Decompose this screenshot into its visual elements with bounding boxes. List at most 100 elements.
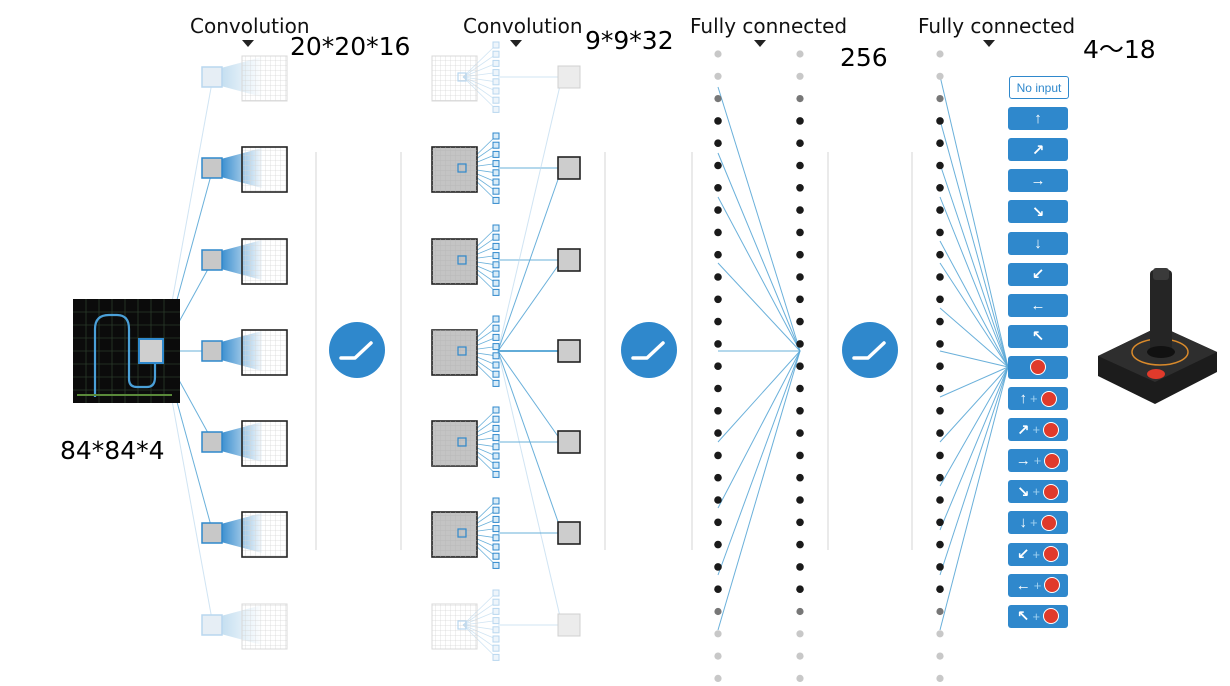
- action-button-up-left-arrow[interactable]: ↖: [1008, 324, 1068, 348]
- fc-neuron: [936, 607, 944, 616]
- fc-neuron: [936, 139, 944, 147]
- fire-button-icon: [1044, 452, 1061, 469]
- action-button-no-input[interactable]: No input: [1009, 76, 1069, 99]
- conv2-kernel-unit: [492, 270, 500, 278]
- fc-neuron: [936, 630, 944, 638]
- fc-neuron: [714, 429, 722, 437]
- connection-line: [939, 307, 1009, 368]
- connection-line: [939, 240, 1009, 368]
- conv2-input-grid: [432, 330, 477, 375]
- conv1-chevron-down-icon[interactable]: [242, 40, 254, 47]
- fc-neuron: [936, 585, 944, 593]
- conv2-kernel-unit: [492, 178, 500, 186]
- fc-neuron: [936, 250, 944, 259]
- fc-neuron: [796, 340, 804, 348]
- action-button-left-arrow-fire[interactable]: ←+: [1008, 573, 1068, 597]
- down-arrow-icon: ↓: [1019, 514, 1027, 532]
- fire-button-icon: [1030, 359, 1046, 376]
- fc-neuron: [936, 95, 944, 103]
- connection-line: [717, 350, 801, 509]
- fc-neuron: [796, 117, 804, 125]
- conv2-input-grid: [432, 421, 477, 466]
- connection-line: [497, 259, 563, 352]
- action-button-up-left-arrow-fire[interactable]: ↖+: [1008, 604, 1068, 628]
- conv1-feature-map: [241, 511, 288, 558]
- fc-neuron: [714, 228, 722, 237]
- fc-neuron: [796, 496, 804, 504]
- conv2-kernel-unit: [492, 160, 500, 168]
- action-button-down-right-arrow[interactable]: ↘: [1008, 200, 1068, 224]
- conv2-input-grid: [432, 147, 477, 192]
- connection-line: [939, 119, 1009, 368]
- fc1-dimension: 256: [840, 43, 888, 72]
- conv2-kernel-unit: [492, 626, 500, 634]
- fc-neuron: [796, 630, 804, 638]
- fc2-chevron-down-icon[interactable]: [983, 40, 995, 47]
- conv2-chevron-down-icon[interactable]: [510, 40, 522, 47]
- action-button-up-right-arrow[interactable]: ↗: [1008, 138, 1068, 162]
- action-button-down-arrow[interactable]: ↓: [1008, 231, 1068, 255]
- fc-neuron: [714, 340, 722, 348]
- fc-neuron: [796, 585, 804, 593]
- fc-neuron: [714, 407, 722, 415]
- conv2-receptive-field: [457, 346, 467, 356]
- conv1-filter: [201, 157, 223, 179]
- connection-line: [497, 76, 563, 352]
- action-button-up-arrow-fire[interactable]: ↑+: [1008, 387, 1068, 410]
- conv2-kernel-unit: [492, 434, 500, 442]
- plus-icon: +: [1032, 422, 1041, 438]
- connection-line: [717, 86, 801, 352]
- action-button-down-arrow-fire[interactable]: ↓+: [1008, 511, 1068, 535]
- fc-neuron: [796, 228, 804, 237]
- action-button-up-right-arrow-fire[interactable]: ↗+: [1008, 418, 1068, 442]
- conv2-kernel-unit: [492, 361, 500, 369]
- fc1-chevron-down-icon[interactable]: [754, 40, 766, 47]
- action-button-up-arrow[interactable]: ↑: [1008, 107, 1068, 131]
- conv2-feature-map: [557, 156, 581, 180]
- conv2-kernel-unit: [492, 187, 500, 195]
- conv2-kernel-unit: [492, 150, 500, 158]
- fc1-header: Fully connected: [690, 14, 848, 38]
- conv1-dimension: 20*20*16: [290, 32, 411, 61]
- joystick-stick: [1150, 270, 1172, 354]
- conv2-kernel-unit: [492, 87, 500, 95]
- conv2-kernel-unit: [492, 470, 500, 478]
- action-button-down-left-arrow[interactable]: ↙: [1008, 262, 1068, 286]
- connection-line: [717, 350, 801, 443]
- fc-neuron: [796, 407, 804, 415]
- layer-shapes: [73, 41, 1217, 683]
- fc-neuron: [796, 184, 804, 192]
- conv2-kernel-unit: [492, 141, 500, 149]
- connection-line: [939, 366, 1009, 531]
- connection-line: [939, 366, 1009, 487]
- conv2-kernel-unit: [492, 598, 500, 606]
- fc-neuron: [936, 429, 944, 437]
- fc-neuron: [936, 674, 944, 683]
- plus-icon: +: [1032, 484, 1041, 500]
- fire-button-icon: [1043, 483, 1060, 500]
- fc-neuron: [936, 72, 944, 80]
- action-button-right-arrow[interactable]: →: [1008, 169, 1068, 193]
- conv2-kernel-unit: [492, 543, 500, 551]
- action-button-fire-fire[interactable]: [1008, 355, 1068, 379]
- fire-button-icon: [1043, 421, 1060, 438]
- fc-neuron: [714, 652, 722, 660]
- fc-neuron: [796, 72, 804, 80]
- action-button-right-arrow-fire[interactable]: →+: [1008, 449, 1068, 473]
- action-button-down-right-arrow-fire[interactable]: ↘+: [1008, 480, 1068, 504]
- conv1-feature-map: [241, 329, 288, 376]
- up-left-arrow-icon: ↖: [1016, 608, 1030, 626]
- relu-curve-icon: [339, 341, 373, 360]
- conv2-kernel-unit: [492, 224, 500, 232]
- fc-neuron: [936, 451, 944, 460]
- fc-neuron: [936, 206, 944, 214]
- connection-line: [939, 366, 1009, 576]
- action-button-left-arrow[interactable]: ←: [1008, 293, 1068, 317]
- fc-neuron: [714, 496, 722, 504]
- joystick-icon: [1098, 268, 1217, 404]
- output-dimension: 4～18: [1083, 35, 1156, 64]
- conv2-receptive-field: [457, 163, 467, 173]
- action-button-down-left-arrow-fire[interactable]: ↙+: [1008, 542, 1068, 566]
- conv2-kernel-unit: [492, 288, 500, 296]
- conv2-kernel-unit: [492, 132, 500, 140]
